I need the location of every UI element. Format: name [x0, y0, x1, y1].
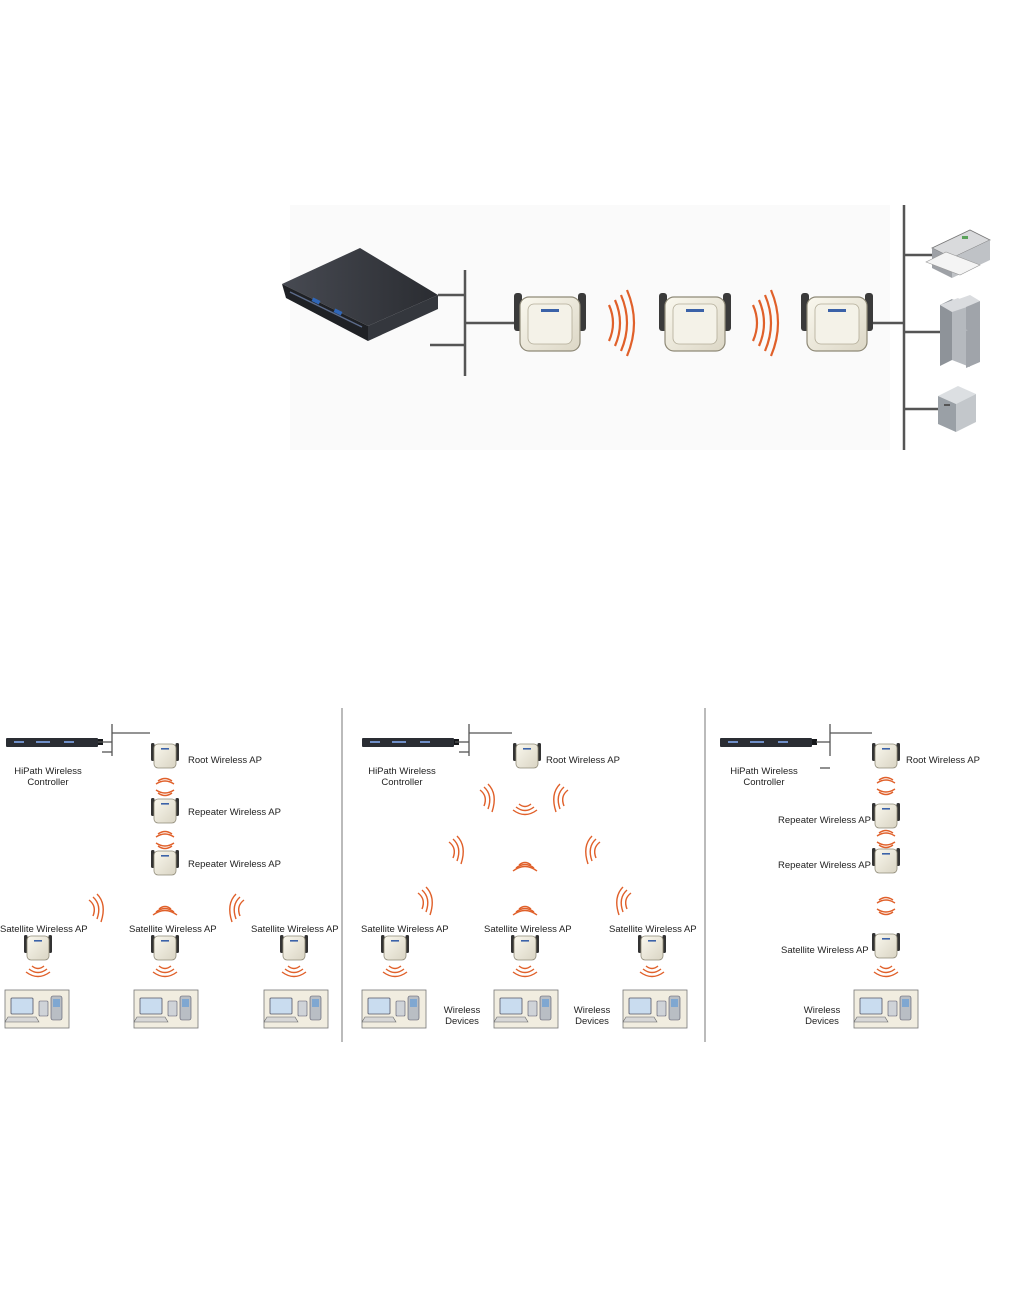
repeater-ap-label: Repeater Wireless AP [778, 860, 871, 871]
signal-waves-icon [585, 835, 601, 865]
signal-waves-icon [417, 886, 433, 916]
wireless-devices-line1: Wireless [803, 1005, 841, 1016]
wireless-devices-line2: Devices [805, 1016, 839, 1027]
controller-label: HiPath Wireless Controller [362, 766, 442, 788]
wireless-devices-line1: Wireless [573, 1005, 611, 1016]
controller-label-line1: HiPath Wireless [730, 766, 798, 777]
signal-waves-icon [639, 965, 665, 978]
signal-waves-icon [512, 965, 538, 978]
signal-waves-icon [281, 965, 307, 978]
controller-icon [362, 738, 459, 747]
repeater-ap-label: Repeater Wireless AP [188, 807, 281, 818]
printer-icon [925, 229, 991, 278]
controller-label-line2: Controller [743, 777, 785, 788]
access-point-icon [513, 292, 587, 352]
signal-waves-icon [382, 965, 408, 978]
signal-waves-icon [448, 835, 464, 865]
signal-waves-icon [553, 783, 569, 813]
root-ap-label: Root Wireless AP [906, 755, 980, 766]
satellite-ap-label: Satellite Wireless AP [0, 924, 88, 935]
panel-2-topology [361, 724, 688, 1029]
root-ap-label: Root Wireless AP [546, 755, 620, 766]
controller-label-line2: Controller [27, 777, 69, 788]
wireless-devices-label: Wireless Devices [798, 1005, 846, 1027]
repeater-ap-label: Repeater Wireless AP [188, 859, 281, 870]
signal-waves-icon [876, 829, 896, 849]
controller-icon [282, 248, 438, 341]
signal-waves-icon [152, 901, 178, 916]
signal-waves-icon [25, 965, 51, 978]
wireless-devices-icon [361, 989, 427, 1029]
controller-label-line2: Controller [381, 777, 423, 788]
controller-icon [720, 738, 817, 747]
root-ap-label: Root Wireless AP [188, 755, 262, 766]
access-point-icon [658, 292, 732, 352]
satellite-ap-label: Satellite Wireless AP [484, 924, 572, 935]
signal-waves-icon [876, 896, 896, 916]
satellite-ap-label: Satellite Wireless AP [781, 945, 869, 956]
repeater-ap-label: Repeater Wireless AP [778, 815, 871, 826]
access-point-icon [800, 292, 874, 352]
signal-waves-icon [152, 965, 178, 978]
tower-computer-icon [938, 386, 976, 432]
satellite-ap-label: Satellite Wireless AP [361, 924, 449, 935]
satellite-ap-label: Satellite Wireless AP [609, 924, 697, 935]
signal-waves-icon [616, 886, 632, 916]
wireless-devices-icon [133, 989, 199, 1029]
controller-label-line1: HiPath Wireless [14, 766, 82, 777]
access-point-icon [871, 847, 901, 874]
access-point-icon [871, 742, 901, 769]
signal-waves-icon [751, 289, 780, 357]
signal-waves-icon [88, 893, 104, 923]
signal-waves-icon [873, 965, 899, 978]
access-point-icon [150, 934, 180, 961]
controller-label: HiPath Wireless Controller [8, 766, 88, 788]
wireless-devices-line1: Wireless [443, 1005, 481, 1016]
signal-waves-icon [607, 289, 636, 357]
panel-3-topology [720, 724, 919, 1029]
wireless-devices-icon [622, 989, 688, 1029]
controller-icon [6, 738, 103, 747]
satellite-ap-label: Satellite Wireless AP [251, 924, 339, 935]
access-point-icon [23, 934, 53, 961]
controller-label-line1: HiPath Wireless [368, 766, 436, 777]
top-network-diagram [282, 205, 991, 450]
access-point-icon [871, 932, 901, 959]
access-point-icon [150, 849, 180, 876]
wireless-devices-line2: Devices [575, 1016, 609, 1027]
controller-label: HiPath Wireless Controller [724, 766, 804, 788]
wireless-devices-icon [493, 989, 559, 1029]
access-point-icon [150, 797, 180, 824]
signal-waves-icon [229, 893, 245, 923]
access-point-icon [279, 934, 309, 961]
bottom-mesh-diagrams [4, 708, 919, 1042]
signal-waves-icon [512, 803, 538, 816]
server-icon [940, 295, 980, 368]
wireless-devices-label: Wireless Devices [438, 1005, 486, 1027]
wireless-devices-line2: Devices [445, 1016, 479, 1027]
wireless-devices-label: Wireless Devices [568, 1005, 616, 1027]
wireless-devices-icon [263, 989, 329, 1029]
signal-waves-icon [155, 777, 175, 797]
access-point-icon [512, 742, 542, 769]
panel-1-topology [4, 724, 329, 1029]
wireless-devices-icon [853, 989, 919, 1029]
signal-waves-icon [479, 783, 495, 813]
access-point-icon [510, 934, 540, 961]
access-point-icon [871, 802, 901, 829]
signal-waves-icon [512, 857, 538, 872]
access-point-icon [150, 742, 180, 769]
access-point-icon [380, 934, 410, 961]
wireless-devices-icon [4, 989, 70, 1029]
satellite-ap-label: Satellite Wireless AP [129, 924, 217, 935]
signal-waves-icon [876, 776, 896, 796]
signal-waves-icon [155, 830, 175, 850]
access-point-icon [637, 934, 667, 961]
signal-waves-icon [512, 901, 538, 916]
